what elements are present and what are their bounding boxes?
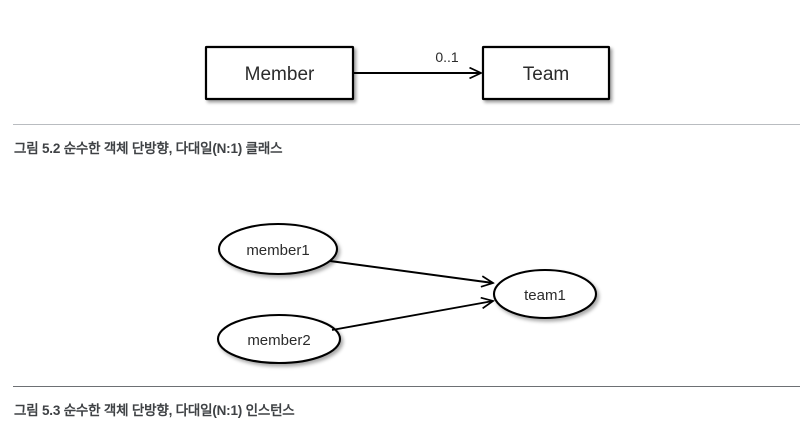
node-member2-instance[interactable]: member2 [216,313,342,365]
team1-label: team1 [524,287,566,304]
node-team-class[interactable]: Team [481,45,611,101]
team1-ellipse [492,268,598,320]
figure-5-2-divider [13,124,800,125]
member-class-label: Member [245,64,315,85]
member2-ellipse [216,313,342,365]
team-class-label: Team [523,64,569,85]
edge-member1-to-team1[interactable] [329,260,493,283]
figure-5-3-divider [13,386,800,387]
multiplicity-label: 0..1 [435,49,459,65]
node-team1-instance[interactable]: team1 [492,268,598,320]
team-class-rect [481,45,611,101]
node-member1-instance[interactable]: member1 [217,222,339,276]
edge-member2-to-team1[interactable] [331,301,493,331]
edge-member-to-team[interactable]: 0..1 [353,49,481,73]
member1-label: member1 [246,242,309,259]
class-diagram-canvas: Member 0..1 Team [204,45,611,101]
member2-label: member2 [247,332,310,349]
member1-ellipse [217,222,339,276]
figure-5-3-caption: 그림 5.3 순수한 객체 단방향, 다대일(N:1) 인스턴스 [14,403,295,418]
figure-5-2-caption: 그림 5.2 순수한 객체 단방향, 다대일(N:1) 클래스 [14,141,283,156]
